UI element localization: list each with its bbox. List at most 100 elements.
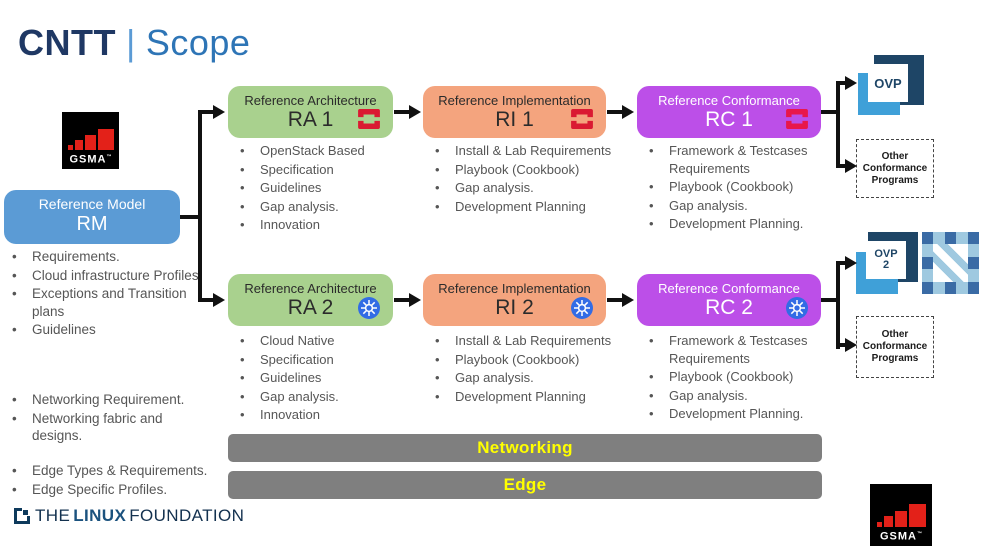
mosaic-logo-icon (922, 232, 979, 294)
gsma-logo-bottom: GSMA™ (870, 484, 932, 546)
ra2-bullet-list: Cloud Native Specification Guidelines Ga… (232, 332, 407, 425)
gsma-logo-top: GSMA™ (62, 112, 119, 169)
list-item: Development Planning. (641, 405, 831, 423)
ri1-bullet-list: Install & Lab Requirements Playbook (Coo… (427, 142, 627, 216)
rc2-title: Reference Conformance (658, 281, 800, 296)
linux-foundation-icon (14, 508, 30, 524)
connector-line (607, 298, 623, 302)
connector-line (821, 110, 840, 114)
ri1-box: Reference Implementation RI 1 (423, 86, 606, 138)
ovp-badge: OVP (858, 55, 924, 115)
gsma-bars-icon (876, 504, 926, 528)
gsma-bars-icon (67, 129, 114, 151)
ra1-code: RA 1 (287, 108, 334, 131)
list-item: Exceptions and Transition plans (4, 285, 210, 320)
edge-notes-list: Edge Types & Requirements. Edge Specific… (4, 462, 210, 499)
kubernetes-icon (571, 297, 593, 319)
list-item: Install & Lab Requirements (427, 332, 627, 350)
arrowhead-icon (622, 105, 634, 119)
ri2-code: RI 2 (495, 296, 534, 319)
connector-line (836, 81, 840, 168)
edge-bar: Edge (228, 471, 822, 499)
list-item: Playbook (Cookbook) (641, 178, 831, 196)
rc1-box: Reference Conformance RC 1 (637, 86, 821, 138)
arrowhead-icon (409, 293, 421, 307)
list-item: Edge Specific Profiles. (4, 481, 210, 499)
ri1-title: Reference Implementation (438, 93, 591, 108)
list-item: Gap analysis. (232, 198, 407, 216)
rc2-box: Reference Conformance RC 2 (637, 274, 821, 326)
list-item: Edge Types & Requirements. (4, 462, 210, 480)
page-title: CNTT|Scope (18, 22, 250, 64)
connector-line (836, 261, 840, 349)
list-item: Guidelines (4, 321, 210, 339)
rc2-bullet-list: Framework & Testcases Requirements Playb… (641, 332, 831, 424)
list-item: Cloud Native (232, 332, 407, 350)
ri2-title: Reference Implementation (438, 281, 591, 296)
list-item: Gap analysis. (427, 179, 627, 197)
networking-notes-list: Networking Requirement. Networking fabri… (4, 391, 210, 446)
connector-line (200, 110, 214, 114)
connector-line (394, 298, 410, 302)
ra2-code: RA 2 (287, 296, 334, 319)
ra2-box: Reference Architecture RA 2 (228, 274, 393, 326)
connector-line (838, 343, 846, 347)
list-item: Innovation (232, 406, 407, 424)
list-item: Development Planning. (641, 215, 831, 233)
kubernetes-icon (358, 297, 380, 319)
list-item: Gap analysis. (641, 387, 831, 405)
connector-line (838, 81, 846, 85)
list-item: Playbook (Cookbook) (641, 368, 831, 386)
rc1-code: RC 1 (705, 108, 753, 131)
openstack-icon (571, 109, 593, 131)
arrowhead-icon (213, 293, 225, 307)
list-item: Playbook (Cookbook) (427, 351, 627, 369)
ra1-title: Reference Architecture (244, 93, 377, 108)
gsma-wordmark: GSMA™ (880, 531, 922, 543)
list-item: Development Planning (427, 198, 627, 216)
list-item: Specification (232, 161, 407, 179)
connector-line (394, 110, 410, 114)
gsma-wordmark: GSMA™ (69, 154, 112, 166)
arrowhead-icon (213, 105, 225, 119)
arrowhead-icon (845, 338, 857, 352)
arrowhead-icon (622, 293, 634, 307)
kubernetes-icon (786, 297, 808, 319)
edge-bar-label: Edge (503, 475, 547, 494)
list-item: Guidelines (232, 369, 407, 387)
other-conformance-programs-box: Other Conformance Programs (856, 139, 934, 198)
list-item: Innovation (232, 216, 407, 234)
openstack-icon (358, 109, 380, 131)
networking-bar-label: Networking (477, 438, 573, 457)
other-programs-label: Other Conformance Programs (862, 329, 928, 364)
other-programs-label: Other Conformance Programs (862, 150, 928, 186)
list-item: Gap analysis. (427, 369, 627, 387)
connector-line (838, 261, 846, 265)
title-divider: | (125, 22, 136, 63)
connector-line (607, 110, 623, 114)
list-item: Playbook (Cookbook) (427, 161, 627, 179)
list-item: OpenStack Based (232, 142, 407, 160)
list-item: Gap analysis. (641, 197, 831, 215)
connector-line (838, 164, 846, 168)
ra1-bullet-list: OpenStack Based Specification Guidelines… (232, 142, 407, 235)
ovp-label: OVP (868, 64, 908, 102)
rm-code: RM (76, 213, 108, 235)
reference-model-box: Reference Model RM (4, 190, 180, 244)
rc2-code: RC 2 (705, 296, 753, 319)
arrowhead-icon (845, 256, 857, 270)
list-item: Cloud infrastructure Profiles (4, 267, 210, 285)
list-item: Specification (232, 351, 407, 369)
other-conformance-programs-box: Other Conformance Programs (856, 316, 934, 378)
rm-bullet-list: Requirements. Cloud infrastructure Profi… (4, 248, 210, 340)
arrowhead-icon (845, 159, 857, 173)
arrowhead-icon (409, 105, 421, 119)
arrowhead-icon (845, 76, 857, 90)
connector-line (180, 215, 202, 219)
list-item: Networking fabric and designs. (4, 410, 210, 445)
openstack-icon (786, 109, 808, 131)
list-item: Networking Requirement. (4, 391, 210, 409)
rc1-title: Reference Conformance (658, 93, 800, 108)
